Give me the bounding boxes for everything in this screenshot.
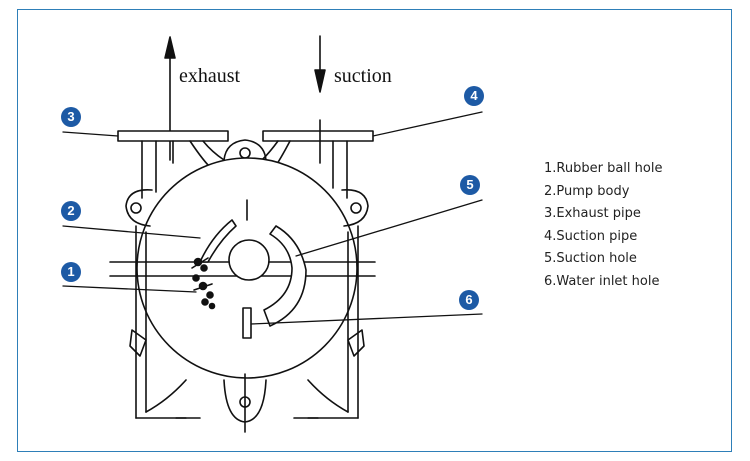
callout-2: 2 (61, 201, 81, 221)
callout-6: 6 (459, 290, 479, 310)
bottom-lug (223, 373, 267, 433)
legend-item-suction-pipe: 4.Suction pipe (544, 228, 638, 244)
callout-1: 1 (61, 262, 81, 282)
legend-item-water-inlet-hole: 6.Water inlet hole (544, 273, 660, 289)
callout-5: 5 (460, 175, 480, 195)
legend-item-pump-body: 2.Pump body (544, 183, 630, 199)
shaft-hub (228, 239, 270, 281)
legend-item-suction-hole: 5.Suction hole (544, 251, 637, 267)
exhaust-port (199, 219, 237, 263)
top-lug (223, 139, 267, 161)
exhaust-label: exhaust (179, 65, 241, 87)
legend-item-rubber-ball-hole: 1.Rubber ball hole (544, 161, 663, 176)
diagram-frame (17, 9, 732, 452)
legend: 1.Rubber ball hole 2.Pump body 3.Exhaust… (544, 158, 662, 294)
suction-flange (262, 130, 374, 142)
suction-arrow (314, 35, 326, 93)
right-lug (341, 189, 369, 227)
exhaust-flange (117, 130, 229, 142)
suction-port (263, 225, 307, 327)
callout-4: 4 (464, 86, 484, 106)
suction-label: suction (334, 65, 392, 87)
base-frame (129, 225, 365, 419)
callout-3: 3 (61, 107, 81, 127)
leader-lines (62, 111, 483, 325)
legend-item-exhaust-pipe: 3.Exhaust pipe (544, 206, 641, 222)
rubber-ball-valve (191, 257, 216, 310)
left-lug (125, 189, 153, 227)
water-inlet-slot (242, 307, 252, 339)
